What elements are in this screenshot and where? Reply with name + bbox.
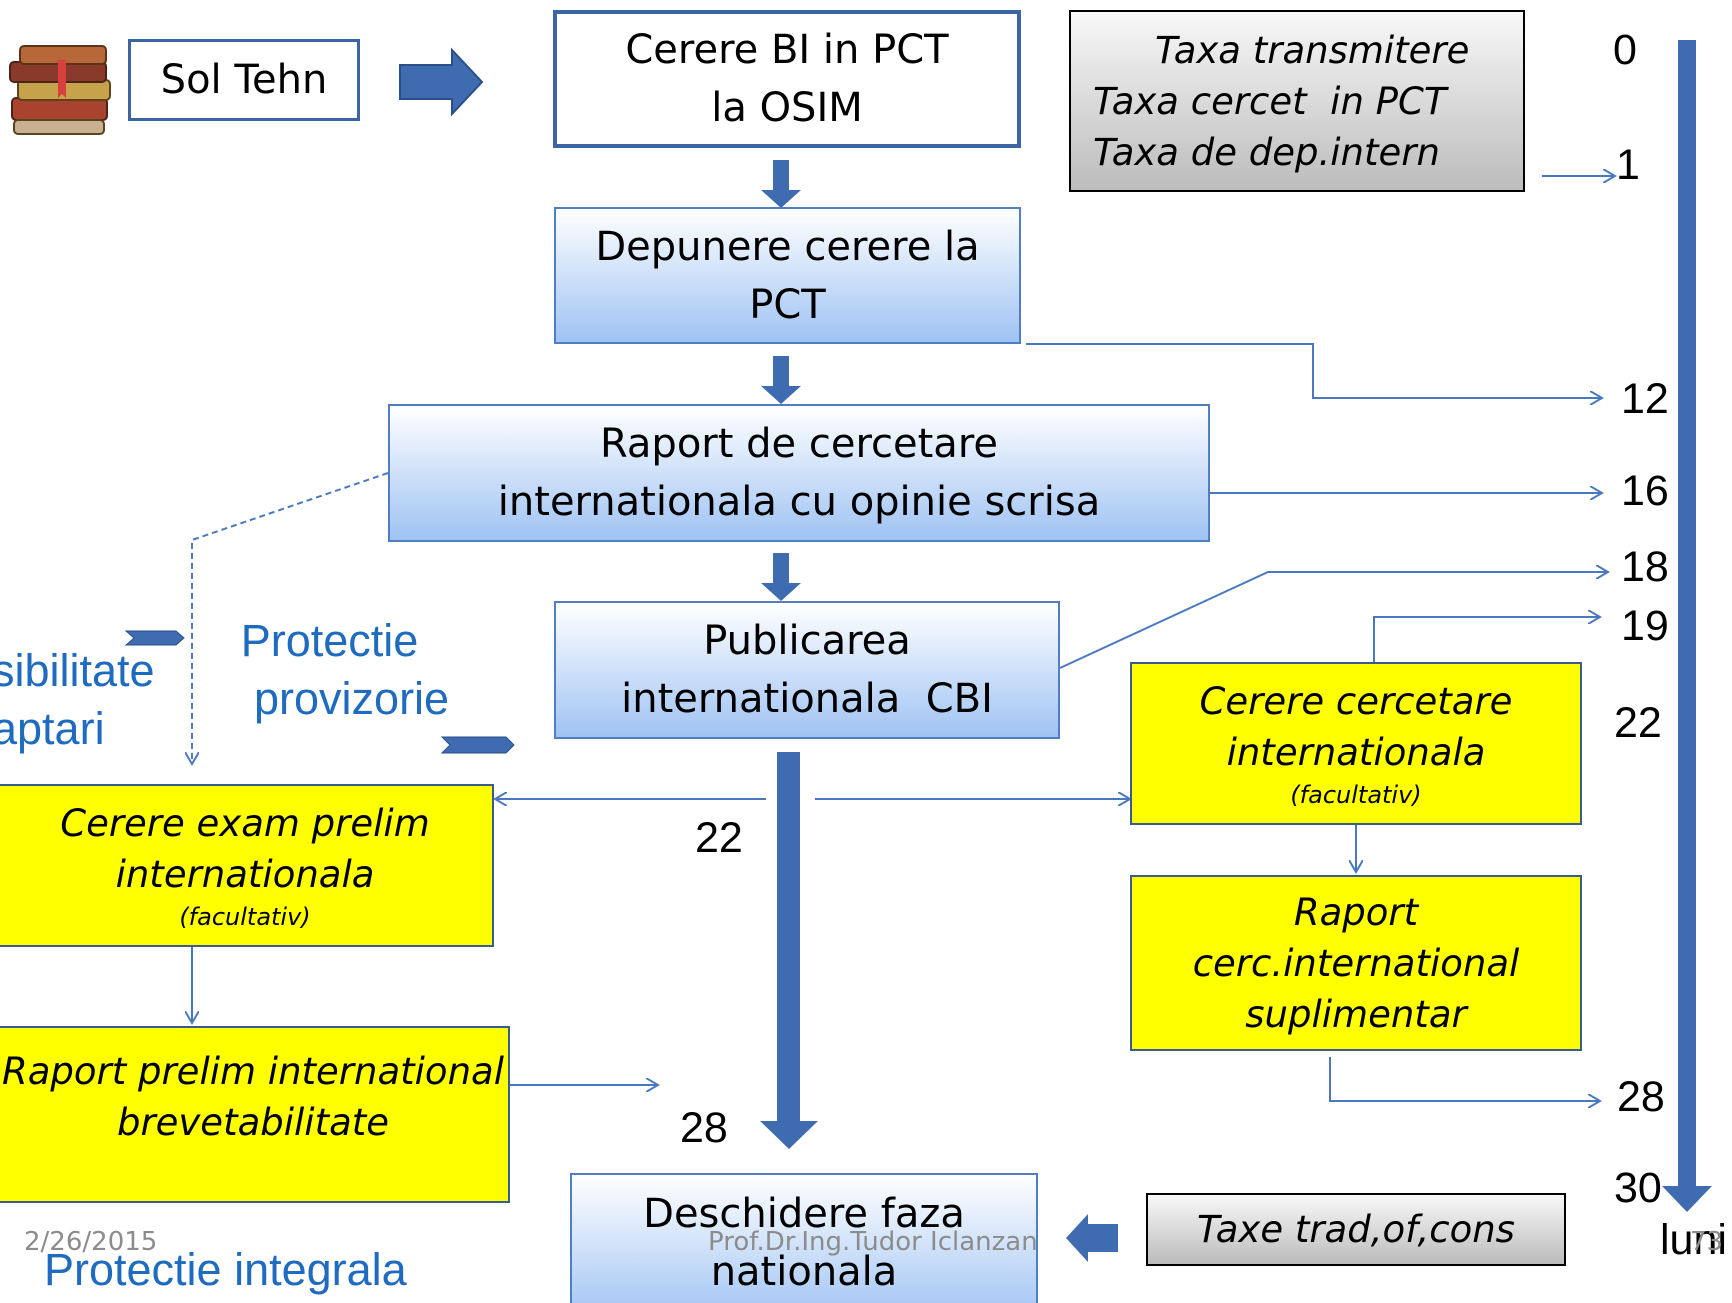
protectie-line-2: provizorie	[254, 673, 450, 724]
raport-cerc-line-3: suplimentar	[1245, 992, 1467, 1036]
cerere-exam-line-1: Cerere exam prelim	[60, 801, 430, 845]
timeline-mark-22: 22	[1614, 699, 1662, 747]
raport-cercetare-box: Raport de cercetare internationala cu op…	[388, 404, 1210, 542]
block-arrow-right	[399, 47, 484, 117]
taxe-initiale-box: Taxa transmitere Taxa cercet in PCT Taxa…	[1069, 10, 1525, 192]
block-arrow-down-1	[761, 160, 801, 208]
timeline-mark-18: 18	[1621, 543, 1669, 591]
publicarea-box: Publicarea internationala CBI	[554, 601, 1060, 739]
block-arrow-down-3	[761, 553, 801, 601]
depunere-line-1: Depunere cerere la	[595, 223, 980, 270]
cerere-cercetare-line-1: Cerere cercetare	[1199, 679, 1513, 723]
footer-date: 2/26/2015	[24, 1227, 158, 1257]
mid-month-28: 28	[680, 1104, 728, 1152]
chevron-right-marker	[440, 736, 515, 754]
sol-tehn-label: Sol Tehn	[160, 57, 328, 103]
taxa-transmitere: Taxa transmitere	[1155, 28, 1470, 72]
left-partial-line-1: sibilitate	[0, 645, 155, 696]
footer-page-number: 73	[1690, 1227, 1724, 1257]
cerere-cercetare-note: (facultativ)	[1290, 780, 1422, 809]
depunere-line-2: PCT	[749, 281, 826, 328]
taxe-trad-label: Taxe trad,of,cons	[1197, 1208, 1515, 1251]
taxa-cercetare: Taxa cercet in PCT	[1093, 79, 1447, 123]
cerere-cercetare-line-2: internationala	[1226, 730, 1486, 774]
taxa-depunere: Taxa de dep.intern	[1093, 130, 1440, 174]
cerere-cercetare-box: Cerere cercetare internationala (faculta…	[1130, 662, 1582, 825]
block-arrow-down-2	[761, 356, 801, 404]
books-icon	[9, 45, 111, 135]
depunere-box: Depunere cerere la PCT	[554, 207, 1021, 344]
raport-cerc-suplimentar-box: Raport cerc.international suplimentar	[1130, 875, 1582, 1051]
timeline-mark-16: 16	[1621, 467, 1669, 515]
raport-cercetare-line-1: Raport de cercetare	[600, 421, 998, 467]
timeline-mark-19: 19	[1621, 602, 1669, 650]
thin-connectors	[192, 176, 1615, 1101]
raport-cerc-line-1: Raport	[1293, 890, 1419, 934]
sol-tehn-box: Sol Tehn	[128, 39, 360, 121]
footer-author: Prof.Dr.Ing.Tudor Iclanzan	[708, 1227, 1038, 1257]
timeline-unit-label: luni	[1660, 1216, 1727, 1264]
protectie-integrala-label: Protectie integrala	[44, 1244, 407, 1295]
cerere-exam-prelim-box: Cerere exam prelim internationala (facul…	[0, 784, 494, 947]
chevron-left-marker	[124, 630, 185, 646]
block-arrow-left	[1066, 1214, 1118, 1262]
cerere-exam-note: (facultativ)	[179, 902, 311, 931]
publicarea-line-2: internationala CBI	[621, 676, 993, 722]
cerere-bi-box: Cerere BI in PCT la OSIM	[553, 10, 1021, 148]
publicarea-line-1: Publicarea	[703, 618, 911, 664]
raport-prelim-box: Raport prelim international brevetabilit…	[0, 1026, 510, 1203]
protectie-line-1: Protectie	[240, 615, 419, 666]
raport-prelim-line-2: brevetabilitate	[116, 1101, 390, 1144]
cerere-bi-line-1: Cerere BI in PCT	[625, 27, 949, 73]
timeline-arrow	[1662, 40, 1712, 1212]
left-partial-line-2: aptari	[0, 703, 105, 754]
cerere-bi-line-2: la OSIM	[711, 85, 863, 131]
protectie-provizorie-label: Protectie provizorie	[240, 612, 449, 728]
mid-month-22: 22	[695, 814, 743, 862]
timeline-mark-28: 28	[1617, 1073, 1665, 1121]
timeline-mark-1: 1	[1616, 141, 1640, 189]
cerere-exam-line-2: internationala	[115, 852, 375, 896]
raport-cercetare-line-2: internationala cu opinie scrisa	[497, 479, 1101, 525]
raport-cerc-line-2: cerc.international	[1192, 941, 1520, 985]
left-partial-label: sibilitate aptari	[0, 642, 155, 758]
deschidere-faza-box: Deschidere faza nationala	[570, 1173, 1038, 1303]
deschidere-line-2: nationala	[710, 1249, 898, 1295]
raport-prelim-line-1: Raport prelim international	[2, 1050, 504, 1093]
timeline-mark-12: 12	[1621, 375, 1669, 423]
taxe-trad-box: Taxe trad,of,cons	[1146, 1193, 1566, 1266]
deschidere-line-1: Deschidere faza	[643, 1191, 965, 1237]
timeline-mark-0: 0	[1613, 26, 1637, 74]
timeline-mark-30: 30	[1614, 1164, 1662, 1212]
block-arrow-long-down	[760, 752, 818, 1149]
